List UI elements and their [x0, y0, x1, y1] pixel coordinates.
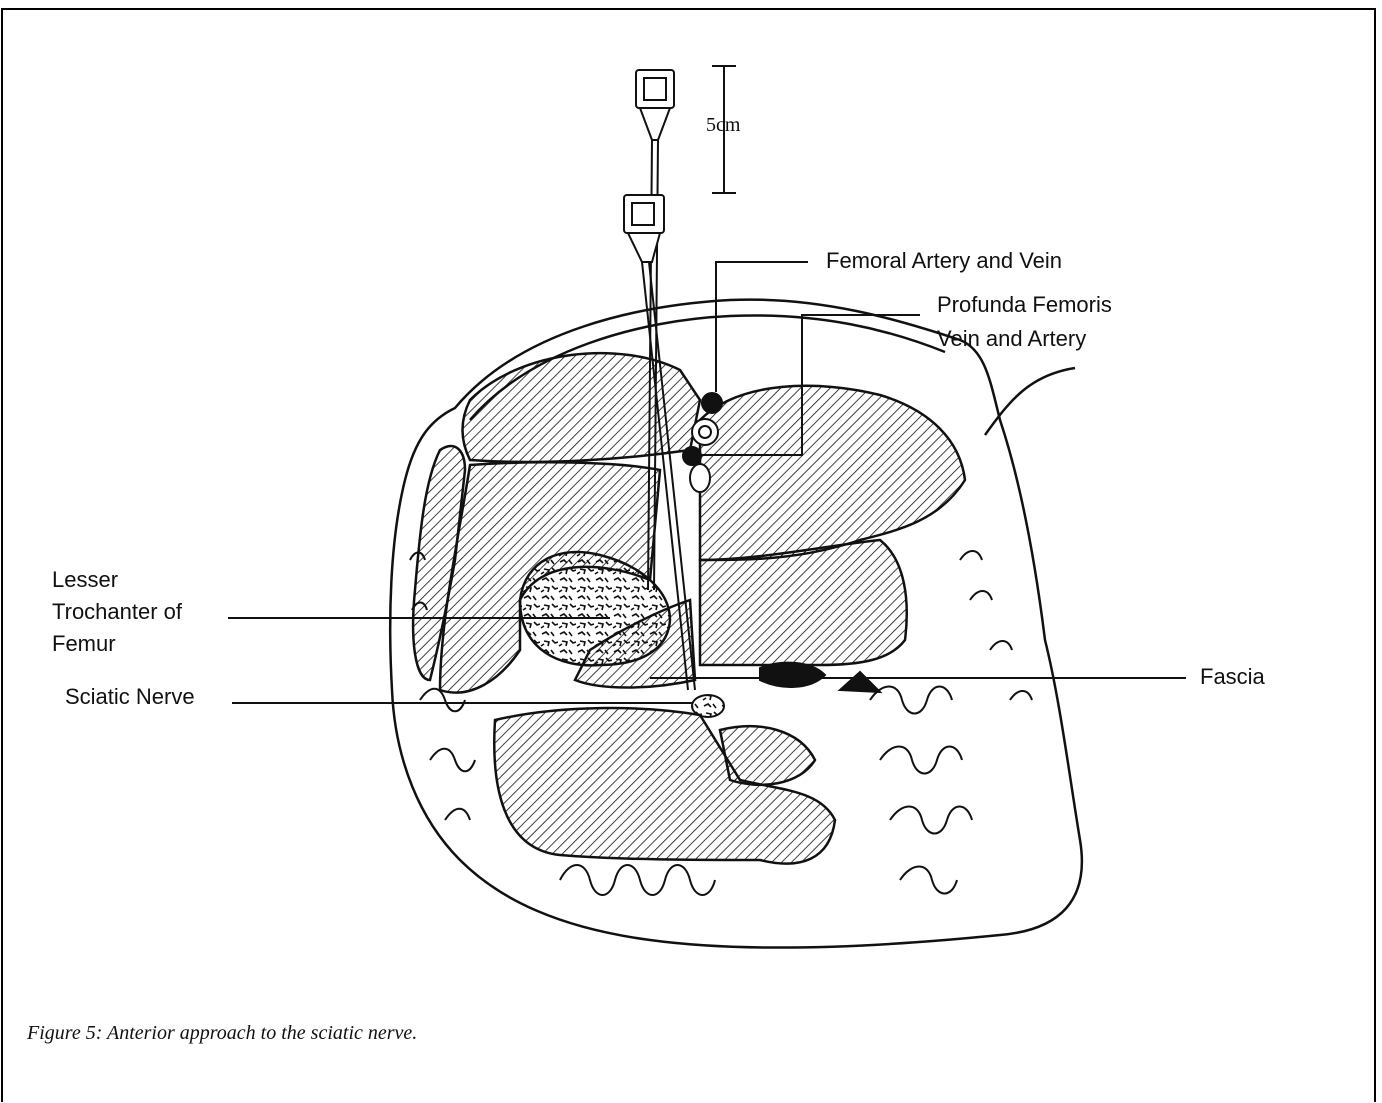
label-sciatic-nerve: Sciatic Nerve [65, 683, 195, 711]
figure-caption: Figure 5: Anterior approach to the sciat… [27, 1022, 417, 1045]
label-lesser-line1: Lesser [52, 566, 118, 594]
label-lesser-line3: Femur [52, 630, 116, 658]
scale-label: 5cm [706, 114, 740, 137]
label-profunda-line2: Vein and Artery [937, 325, 1086, 353]
muscles [413, 353, 965, 863]
label-fascia: Fascia [1200, 663, 1265, 691]
label-lesser-line2: Trochanter of [52, 598, 182, 626]
sciatic-nerve-region [692, 663, 880, 717]
label-profunda-line1: Profunda Femoris [937, 291, 1112, 319]
label-femoral-artery-vein: Femoral Artery and Vein [826, 247, 1062, 275]
